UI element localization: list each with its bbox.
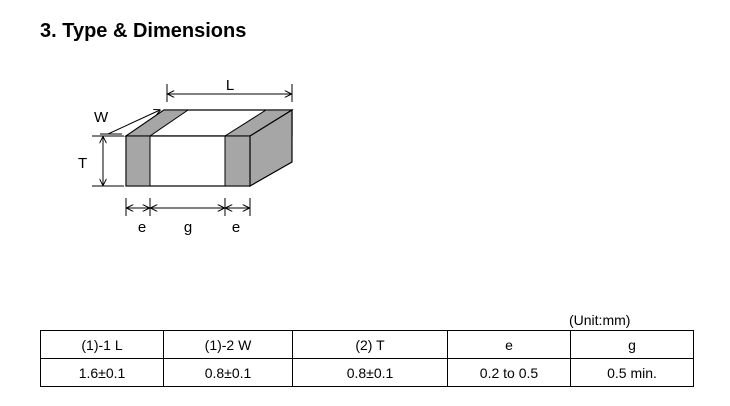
dimensions-table: (1)-1 L (1)-2 W (2) T e g 1.6±0.1 0.8±0.… [40,330,694,387]
header-gap: g [570,330,694,359]
header-length: (1)-1 L [40,330,164,359]
value-length: 1.6±0.1 [40,358,164,387]
value-electrode: 0.2 to 0.5 [447,358,571,387]
length-label: L [226,77,234,94]
chip-side-face [249,108,293,188]
right-electrode-front [224,135,251,187]
header-thickness: (2) T [292,330,448,359]
header-electrode: e [447,330,571,359]
table-header-row: (1)-1 L (1)-2 W (2) T e g [40,330,694,359]
value-width: 0.8±0.1 [163,358,293,387]
header-width: (1)-2 W [163,330,293,359]
right-electrode-label: e [232,219,240,236]
chip-dimension-diagram: L W T e g e [78,77,294,236]
width-label: W [94,109,109,126]
table-row: 1.6±0.1 0.8±0.1 0.8±0.1 0.2 to 0.5 0.5 m… [40,358,694,387]
unit-note: (Unit:mm) [569,312,631,328]
left-electrode-front [125,135,151,187]
value-gap: 0.5 min. [570,358,694,387]
value-thickness: 0.8±0.1 [292,358,448,387]
section-title: 3. Type & Dimensions [40,20,247,42]
gap-label: g [184,219,192,236]
thickness-label: T [78,155,87,172]
width-dimension-arrow [107,110,160,135]
left-electrode-label: e [138,219,146,236]
